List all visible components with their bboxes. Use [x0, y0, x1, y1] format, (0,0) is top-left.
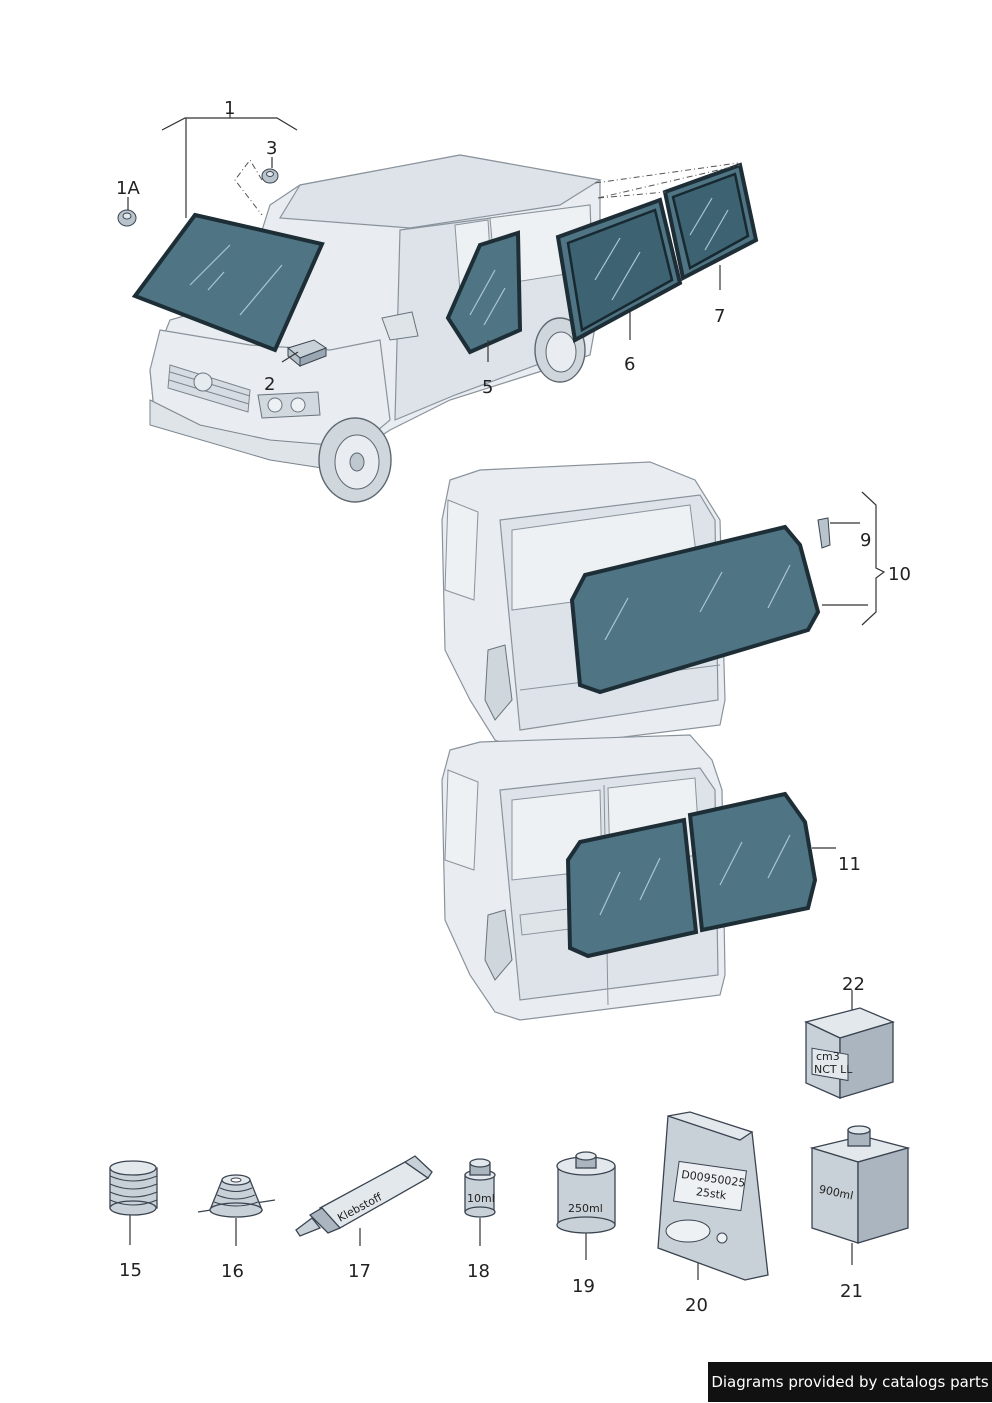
coil-part-15: [109, 1160, 158, 1216]
label-7: 7: [714, 306, 725, 327]
label-3: 3: [266, 138, 277, 159]
bag-text-2: 25stk: [695, 1185, 728, 1202]
label-5: 5: [482, 377, 493, 398]
clip-part-9-icon: [817, 517, 831, 549]
side-glass-6: [555, 197, 683, 344]
label-17: 17: [348, 1261, 371, 1282]
footer-credit: Diagrams provided by catalogs parts: [708, 1362, 992, 1402]
can19-text: 250ml: [568, 1202, 603, 1215]
clip-3-icon: [261, 168, 279, 184]
box-part-22: cm3 NCT LL: [804, 1007, 895, 1099]
label-16: 16: [221, 1261, 244, 1282]
rear-window-glass-10: [569, 524, 821, 695]
label-20: 20: [685, 1295, 708, 1316]
box-text-2: NCT LL: [814, 1063, 853, 1076]
label-19: 19: [572, 1276, 595, 1297]
label-1a: 1A: [116, 178, 140, 199]
leader-lines: [127, 112, 886, 1280]
part-labels: 1 1A 3 2 5 6 7 9 10 11 22 15 16 17 18 19…: [116, 98, 911, 1316]
roll-part-16: [197, 1174, 276, 1218]
label-2: 2: [264, 374, 275, 395]
rear-door-glass-11: [565, 791, 818, 959]
adhesive-tube-part-17: Klebstoff: [295, 1155, 433, 1237]
bottle-text: 10ml: [467, 1192, 495, 1205]
door-glass-5: [445, 230, 523, 355]
can-part-19: 250ml: [556, 1151, 616, 1234]
label-22: 22: [842, 974, 865, 995]
canister-part-21: 900ml: [809, 1125, 911, 1244]
windscreen-glass: [131, 212, 325, 353]
label-9: 9: [860, 530, 871, 551]
label-15: 15: [119, 1260, 142, 1281]
clip-1a-icon: [117, 209, 137, 227]
side-glass-7: [662, 162, 759, 281]
label-21: 21: [840, 1281, 863, 1302]
sensor-part-2-icon: [286, 339, 328, 368]
van-front-illustration: [149, 154, 602, 503]
label-6: 6: [624, 354, 635, 375]
label-10: 10: [888, 564, 911, 585]
label-11: 11: [838, 854, 861, 875]
label-1: 1: [224, 98, 235, 119]
label-18: 18: [467, 1261, 490, 1282]
box-text-1: cm3: [816, 1050, 840, 1063]
bottle-part-18: 10ml: [464, 1158, 496, 1218]
bag-part-20: D00950025 25stk: [657, 1111, 769, 1281]
